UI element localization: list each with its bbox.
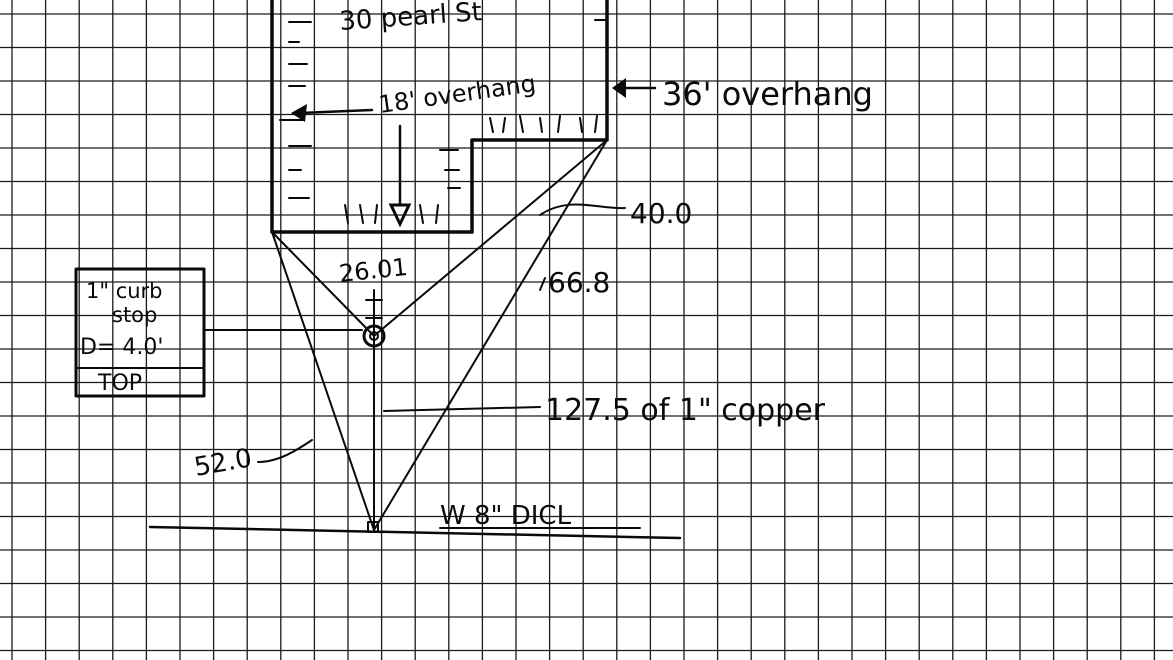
tie-lines xyxy=(204,139,626,531)
tie-40-label: 40.0 xyxy=(630,197,692,230)
left-arrowhead-icon xyxy=(291,104,307,122)
service-run-label: 127.5 of 1" copper xyxy=(545,393,826,428)
overhang-right-label: 36' overhang xyxy=(662,75,873,113)
curb-box-line4: TOP xyxy=(97,371,142,396)
curb-stop-callout-box xyxy=(74,267,206,398)
overhang-left-label: 18' overhang xyxy=(377,69,538,119)
curb-box-line3: D= 4.0' xyxy=(80,335,163,360)
curb-box-line1: 1" curb xyxy=(86,279,163,303)
overhang-markers xyxy=(291,78,657,228)
curb-box-line2: stop xyxy=(112,303,157,327)
tie-66-label: 66.8 xyxy=(548,266,610,299)
main-label: W 8" DICL xyxy=(440,501,572,531)
tie-26-label: 26.01 xyxy=(338,253,409,288)
right-arrowhead-icon xyxy=(612,78,626,98)
address-label: 30 pearl St xyxy=(338,0,482,37)
down-arrow-icon xyxy=(388,203,412,228)
water-main xyxy=(148,521,682,540)
curb-stop-symbol xyxy=(362,324,386,348)
house-footprint xyxy=(270,0,609,234)
